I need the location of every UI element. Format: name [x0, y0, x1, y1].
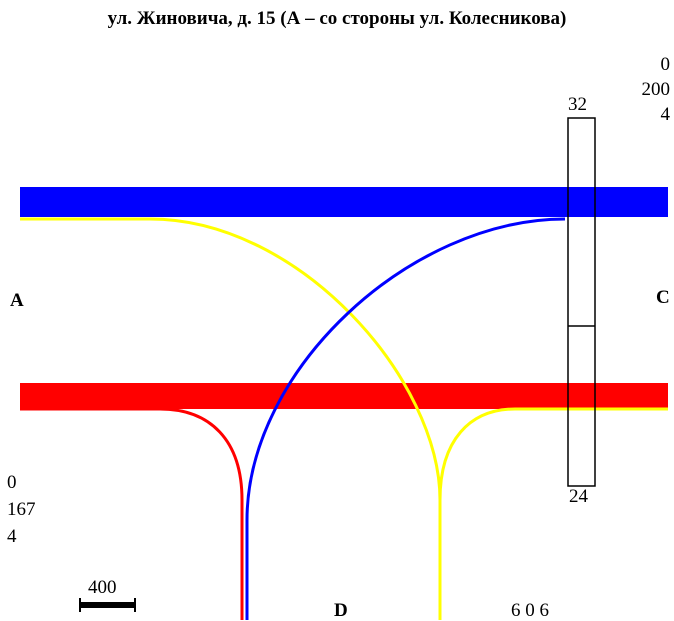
blue-flow-bar: [20, 187, 668, 217]
yellow-flow-a-to-d: [20, 217, 442, 620]
count-left-bottom-1: 0: [7, 472, 17, 493]
red-flow-a-to-d: [20, 407, 244, 620]
count-right-top-3: 4: [660, 104, 671, 125]
count-left-bottom-3: 4: [7, 526, 17, 547]
pedestrian-crossing-box: [567, 117, 596, 487]
yellow-flow-c-to-d: [438, 407, 668, 501]
count-right-top-1: 0: [660, 54, 671, 75]
diagram-title: ул. Жиновича, д. 15 (А – со стороны ул. …: [107, 8, 567, 29]
blue-flow-c-to-d: [245, 217, 566, 620]
scale-bar: [79, 602, 136, 608]
count-right-top-2: 200: [641, 79, 671, 100]
scale-label: 400: [88, 577, 117, 598]
count-left-bottom-2: 167: [7, 499, 36, 520]
crosswalk-count-top: 32: [568, 94, 587, 115]
crosswalk-count-bottom: 24: [569, 486, 588, 507]
red-flow-bar: [20, 383, 668, 409]
approach-label-c: C: [656, 287, 670, 308]
approach-label-a: A: [10, 290, 24, 311]
approach-label-d: D: [334, 600, 348, 621]
count-bottom-right: 6 0 6: [511, 600, 549, 621]
